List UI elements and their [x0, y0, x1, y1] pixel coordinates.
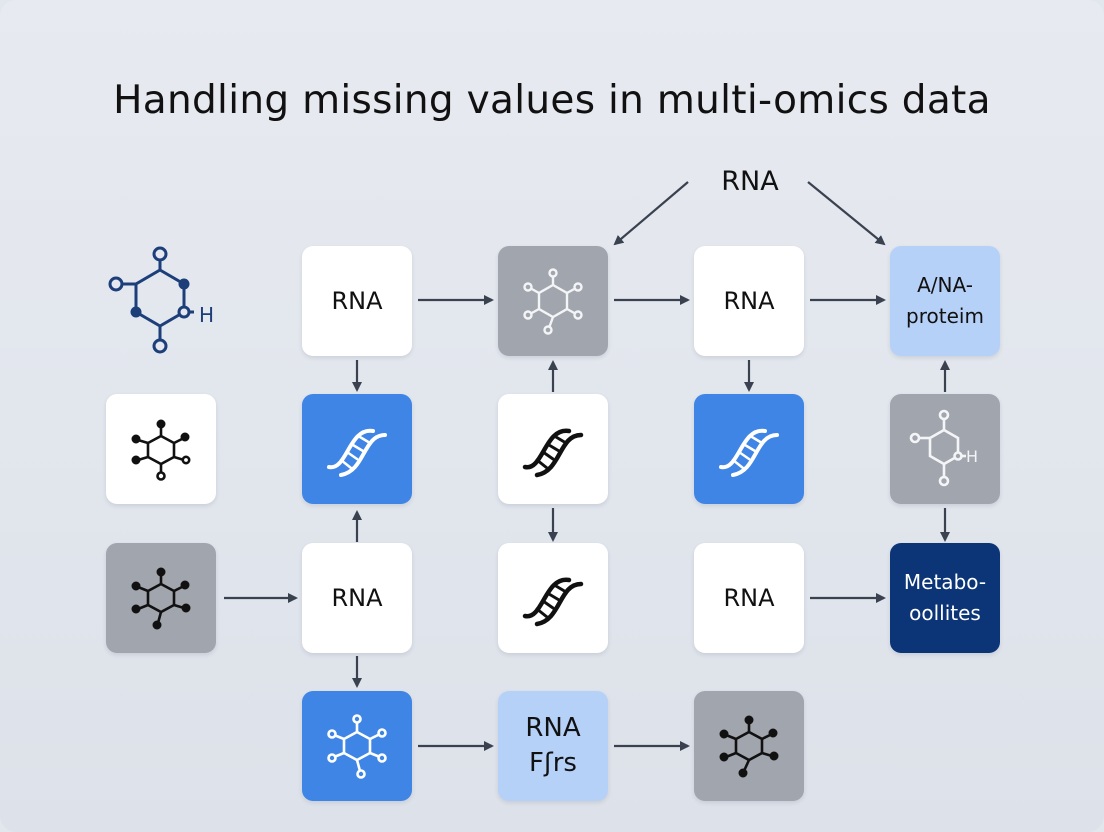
node-molecule-r2c1 — [106, 394, 216, 504]
molecule-icon — [322, 711, 392, 781]
dna-icon — [317, 409, 397, 489]
node-rna-r3c4: RNA — [694, 543, 804, 653]
top-rna-label: RNA — [721, 166, 779, 197]
node-dna-r2c3 — [498, 394, 608, 504]
arrow-top-right — [807, 181, 886, 246]
node-molecule-r4c2 — [302, 691, 412, 801]
molecule-icon — [126, 414, 196, 484]
node-protein-r1c5: A/NA- proteim — [890, 246, 1000, 356]
node-dna-r3c3 — [498, 543, 608, 653]
dna-icon — [513, 409, 593, 489]
node-label-line1: RNA — [525, 712, 581, 743]
molecule-icon — [126, 563, 196, 633]
node-molecule-r4c4 — [694, 691, 804, 801]
node-label-line2: oollites — [909, 601, 981, 625]
node-label: RNA — [723, 287, 775, 315]
node-rna-r4c3: RNA Fʃrs — [498, 691, 608, 801]
node-metabolites-r3c5: Metabo- oollites — [890, 543, 1000, 653]
node-dna-r2c2 — [302, 394, 412, 504]
node-molecule-h-r2c5: H — [890, 394, 1000, 504]
molecule-icon — [714, 711, 784, 781]
node-dna-r2c4 — [694, 394, 804, 504]
dna-icon — [513, 558, 593, 638]
node-label-line1: Metabo- — [903, 570, 987, 594]
node-molecule-r1c3 — [498, 246, 608, 356]
node-rna-r1c2: RNA — [302, 246, 412, 356]
hydrogen-glyph: H — [966, 447, 978, 466]
page-title: Handling missing values in multi-omics d… — [113, 78, 991, 123]
hydrogen-glyph: H — [199, 303, 214, 327]
arrow-top-left — [613, 181, 689, 246]
node-label: RNA — [723, 584, 775, 612]
node-molecule-r3c1 — [106, 543, 216, 653]
node-label-line2: proteim — [906, 304, 984, 328]
node-label-line2: Fʃrs — [529, 748, 577, 778]
node-label: RNA — [331, 287, 383, 315]
molecule-h-icon: H — [900, 404, 990, 494]
dna-icon — [709, 409, 789, 489]
node-label-line1: A/NA- — [917, 273, 973, 297]
molecule-icon — [518, 266, 588, 336]
node-rna-r1c4: RNA — [694, 246, 804, 356]
node-rna-r3c2: RNA — [302, 543, 412, 653]
molecule-h-icon: H — [102, 242, 222, 362]
node-label: RNA — [331, 584, 383, 612]
